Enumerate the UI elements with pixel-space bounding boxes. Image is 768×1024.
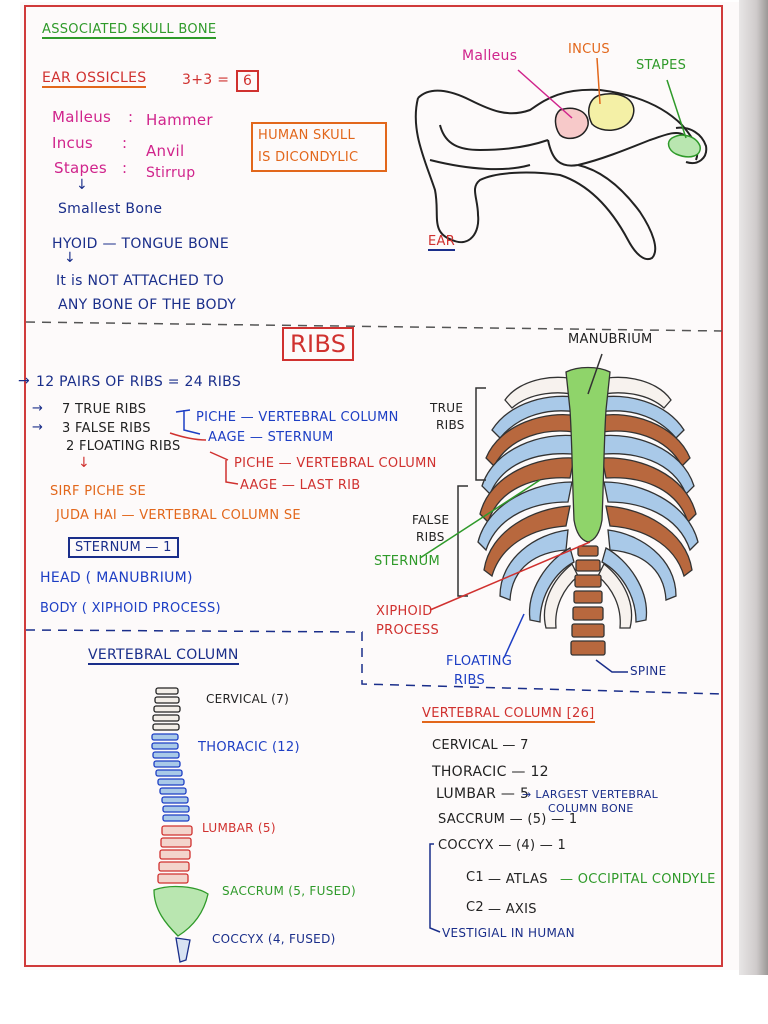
diagram-label-true-ribs: TRUE RIBS bbox=[430, 400, 465, 434]
incus-name: Incus bbox=[52, 134, 93, 152]
diagram-label-sternum: STERNUM bbox=[374, 554, 440, 569]
malleus-sep: : bbox=[128, 108, 134, 126]
floating-label-1: FLOATING bbox=[446, 654, 513, 669]
smallest-arrow: ↓ bbox=[76, 177, 89, 193]
ribs-pairs: 12 PAIRS OF RIBS = 24 RIBS bbox=[36, 374, 242, 390]
stapes-name: Stapes bbox=[54, 159, 107, 177]
page-title: ASSOCIATED SKULL BONE bbox=[42, 22, 217, 39]
true-ribs-arrow: → bbox=[32, 401, 44, 416]
ossicles-sum: 3+3 = bbox=[182, 72, 230, 88]
atlas-label: — ATLAS bbox=[488, 872, 548, 887]
xiphoid-label-1: XIPHOID bbox=[376, 604, 433, 619]
lumbar-note-1: → LARGEST VERTEBRAL bbox=[522, 788, 659, 801]
false-ribs-arrow: → bbox=[32, 420, 44, 435]
stapes-meaning: Stirrup bbox=[146, 165, 196, 181]
diagram-label-spine: SPINE bbox=[630, 664, 667, 678]
page-border-top bbox=[24, 5, 722, 7]
axis-label: — AXIS bbox=[488, 902, 537, 917]
smallest-bone-note: Smallest Bone bbox=[58, 201, 163, 217]
diagram-label-malleus: Malleus bbox=[462, 48, 518, 64]
stapes-sep: : bbox=[122, 159, 128, 177]
floating-ribs-front: AAGE — LAST RIB bbox=[240, 478, 361, 493]
spine-label-thoracic: THORACIC (12) bbox=[198, 740, 300, 755]
diagram-label-manubrium: MANUBRIUM bbox=[568, 332, 653, 347]
floating-ribs-arrow: ↓ bbox=[78, 455, 91, 471]
atlas-note: — OCCIPITAL CONDYLE bbox=[560, 872, 716, 887]
malleus-name: Malleus bbox=[52, 108, 112, 126]
true-ribs-front: AAGE — STERNUM bbox=[208, 430, 334, 445]
ear-ossicles-title: EAR OSSICLES bbox=[42, 70, 147, 88]
diagram-label-floating: FLOATING RIBS bbox=[446, 652, 512, 690]
false-ribs-label-2: RIBS bbox=[416, 530, 445, 544]
count-thoracic: THORACIC — 12 bbox=[432, 764, 549, 780]
true-ribs: 7 TRUE RIBS bbox=[62, 402, 147, 417]
floating-label-2: RIBS bbox=[454, 673, 486, 688]
hyoid-arrow: ↓ bbox=[64, 250, 77, 266]
lumbar-note: → LARGEST VERTEBRAL COLUMN BONE bbox=[522, 788, 658, 816]
hyoid-note-2: ANY BONE OF THE BODY bbox=[58, 297, 237, 313]
page-border-right bbox=[721, 5, 723, 967]
skull-box-line-2: IS DICONDYLIC bbox=[258, 150, 359, 165]
hyoid-line: HYOID — TONGUE BONE bbox=[52, 236, 229, 252]
sternum-body: BODY ( XIPHOID PROCESS) bbox=[40, 601, 221, 616]
floating-ribs-back: PICHE — VERTEBRAL COLUMN bbox=[234, 456, 437, 471]
true-ribs-back: PICHE — VERTEBRAL COLUMN bbox=[196, 410, 399, 425]
skull-dicondylic-box: HUMAN SKULL IS DICONDYLIC bbox=[251, 122, 387, 172]
incus-meaning: Anvil bbox=[146, 142, 185, 160]
spine-label-cervical: CERVICAL (7) bbox=[206, 692, 290, 706]
spine-label-sacrum: SACCRUM (5, FUSED) bbox=[222, 884, 357, 898]
coccyx-vestigial: VESTIGIAL IN HUMAN bbox=[442, 926, 575, 940]
false-ribs-label-1: FALSE bbox=[412, 513, 450, 527]
count-lumbar: LUMBAR — 5 bbox=[436, 786, 530, 802]
sternum-box: STERNUM — 1 bbox=[68, 537, 179, 558]
count-coccyx: COCCYX — (4) — 1 bbox=[438, 838, 567, 853]
diagram-label-ear: EAR bbox=[428, 234, 456, 251]
diagram-label-false-ribs: FALSE RIBS bbox=[412, 512, 449, 546]
diagram-label-stapes: STAPES bbox=[636, 58, 687, 73]
spine-label-coccyx: COCCYX (4, FUSED) bbox=[212, 932, 336, 946]
juda-hai: JUDA HAI — VERTEBRAL COLUMN SE bbox=[56, 508, 301, 523]
xiphoid-label-2: PROCESS bbox=[376, 623, 439, 638]
atlas-code: C1 bbox=[466, 870, 484, 885]
count-cervical: CERVICAL — 7 bbox=[432, 738, 529, 753]
skull-box-line-1: HUMAN SKULL bbox=[258, 128, 355, 143]
floating-ribs: 2 FLOATING RIBS bbox=[66, 439, 181, 454]
page-border-bottom bbox=[24, 965, 722, 967]
sternum-head: HEAD ( MANUBRIUM) bbox=[40, 570, 193, 586]
incus-sep: : bbox=[122, 134, 128, 152]
spine-label-lumbar: LUMBAR (5) bbox=[202, 821, 276, 835]
page-border-left bbox=[24, 5, 26, 967]
page-edge bbox=[739, 0, 768, 975]
diagram-label-incus: INCUS bbox=[568, 42, 610, 57]
count-sacrum: SACCRUM — (5) — 1 bbox=[438, 812, 578, 827]
hyoid-note-1: It is NOT ATTACHED TO bbox=[56, 273, 225, 289]
false-ribs: 3 FALSE RIBS bbox=[62, 421, 151, 436]
ribs-pairs-arrow: → bbox=[18, 373, 31, 389]
diagram-label-xiphoid: XIPHOID PROCESS bbox=[376, 602, 439, 640]
malleus-meaning: Hammer bbox=[146, 111, 213, 129]
true-ribs-label-2: RIBS bbox=[436, 418, 465, 432]
axis-code: C2 bbox=[466, 900, 484, 915]
lumbar-note-2: COLUMN BONE bbox=[548, 802, 634, 815]
true-ribs-label-1: TRUE bbox=[430, 401, 464, 415]
sirf-piche: SIRF PICHE SE bbox=[50, 484, 146, 499]
ossicles-total: 6 bbox=[236, 70, 260, 92]
vertebral-count-title: VERTEBRAL COLUMN [26] bbox=[422, 706, 595, 723]
ribs-title: RIBS bbox=[282, 327, 355, 361]
vertebral-title: VERTEBRAL COLUMN bbox=[88, 647, 239, 665]
